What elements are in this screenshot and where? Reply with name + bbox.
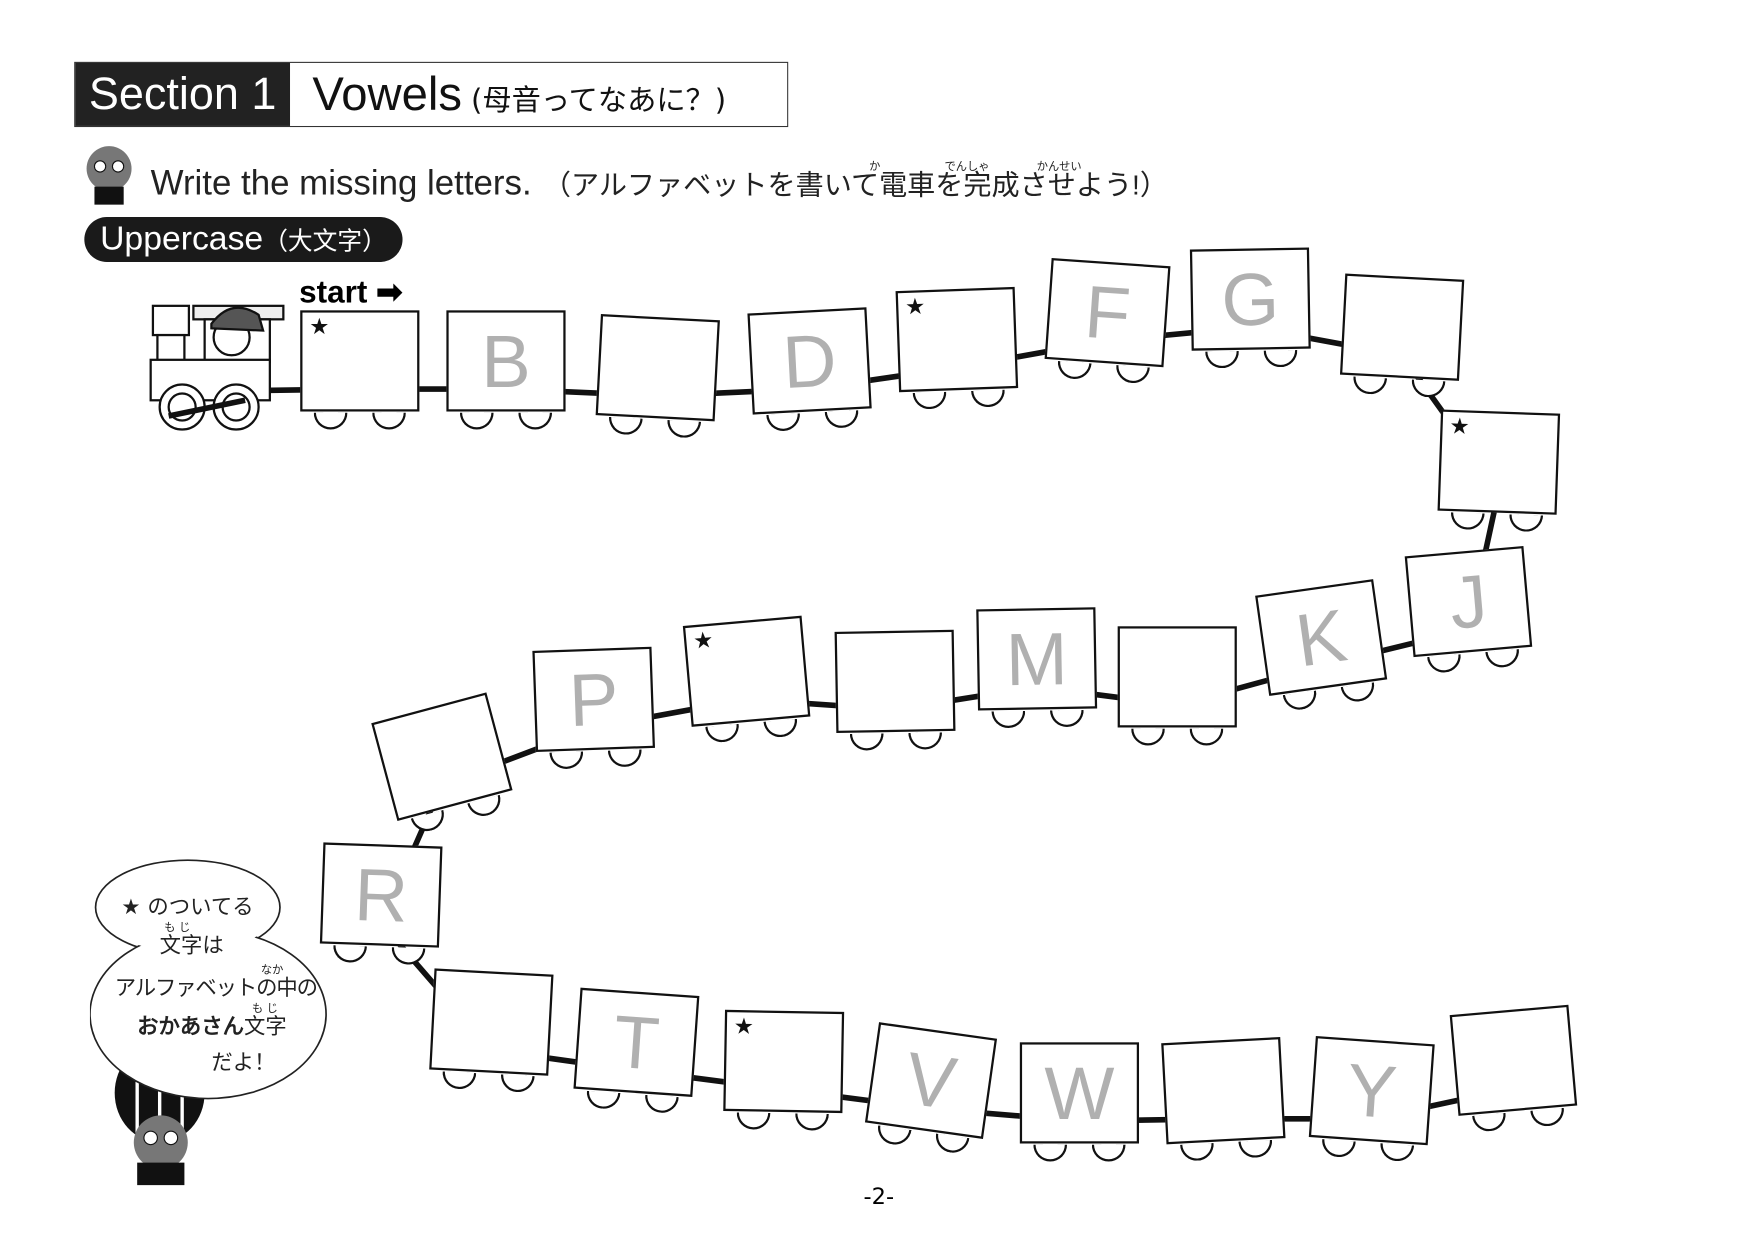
wagon-k[interactable]: K: [1255, 579, 1388, 712]
bubble-bold: おかあさん: [137, 1014, 245, 1039]
furigana: かんせい: [1036, 160, 1082, 174]
wagon-e[interactable]: ★: [895, 286, 1019, 410]
trace-letter: F: [1082, 269, 1134, 356]
furigana: でんしゃ: [944, 160, 990, 174]
instruction-jp: （アルファベットを書いて電車を完成させよう!）: [542, 169, 1168, 202]
trace-letter: D: [780, 317, 839, 404]
wagon-w[interactable]: W: [1019, 1042, 1140, 1162]
trace-letter: W: [1044, 1051, 1115, 1135]
speech-bubble: ★ のついてる も じ 文字は なか アルファベットの中の も じ おかあさん文…: [89, 857, 332, 1104]
wagon-box: [1161, 1037, 1286, 1145]
trace-letter: P: [567, 656, 620, 742]
bubble-line: 文字は: [159, 933, 224, 958]
wagon-r[interactable]: R: [319, 842, 443, 966]
trace-letter: Y: [1344, 1047, 1400, 1134]
title-subtitle: (母音ってなあに？): [470, 84, 727, 119]
trace-letter: V: [900, 1035, 962, 1126]
trace-letter: B: [481, 319, 531, 403]
wagon-z[interactable]: [1449, 1004, 1578, 1133]
wagon-n[interactable]: [834, 629, 956, 751]
star-icon: ★: [691, 625, 715, 655]
wagon-box: [429, 968, 554, 1076]
wagon-box: [1339, 273, 1465, 381]
wagon-g[interactable]: G: [1189, 247, 1311, 369]
instruction: Write the missing letters. （アルファベットを書いて電車…: [151, 163, 1168, 203]
category-label: Uppercase: [100, 220, 264, 258]
trace-letter: G: [1220, 256, 1280, 342]
bubble-line: だよ！: [211, 1050, 276, 1075]
trace-letter: M: [1005, 616, 1069, 702]
section-number: Section 1: [75, 62, 290, 126]
trace-letter: J: [1446, 558, 1491, 645]
wagon-t[interactable]: T: [573, 987, 700, 1114]
wagon-j[interactable]: J: [1404, 545, 1533, 674]
wagon-box: [595, 314, 720, 422]
wagon-h[interactable]: [1339, 273, 1465, 399]
speech-bubble-shape: [89, 859, 327, 1100]
locomotive-icon: [149, 304, 285, 431]
wagon-box: [1019, 1042, 1140, 1144]
wagon-d[interactable]: D: [747, 307, 872, 432]
cactus-mascot-icon: [86, 146, 132, 205]
uppercase-label: Uppercase（大文字）: [84, 217, 403, 262]
wagon-l[interactable]: [1117, 626, 1237, 746]
wagon-x[interactable]: [1161, 1037, 1286, 1162]
title-text: Vowels: [312, 67, 462, 121]
furigana: も じ: [251, 1002, 278, 1016]
wagon-b[interactable]: B: [446, 310, 566, 430]
furigana: も じ: [164, 922, 191, 935]
star-icon: ★: [1449, 412, 1471, 440]
instruction-text: Write the missing letters.: [150, 163, 532, 203]
wagon-v[interactable]: V: [864, 1022, 998, 1155]
trace-letter: K: [1290, 592, 1352, 683]
wagon-i[interactable]: ★: [1437, 409, 1561, 533]
wagon-m[interactable]: M: [976, 607, 1098, 729]
section-title: Vowels(母音ってなあに？): [289, 62, 787, 126]
page-number: -2-: [863, 1182, 895, 1210]
wagon-box: [446, 310, 566, 412]
category-jp: （大文字）: [263, 227, 387, 256]
wagon-p[interactable]: P: [532, 646, 656, 770]
wagon-box: [1117, 626, 1237, 728]
wagon-o[interactable]: ★: [682, 615, 811, 744]
furigana: か: [869, 160, 881, 174]
trace-letter: T: [610, 999, 662, 1086]
wagon-s[interactable]: [429, 968, 554, 1093]
wagon-c[interactable]: [595, 314, 720, 439]
star-icon: ★: [904, 292, 926, 320]
wagon-box: [834, 629, 956, 734]
wagon-box: [1449, 1004, 1578, 1116]
wagon-a[interactable]: ★: [300, 310, 420, 430]
wagon-box: [300, 310, 420, 412]
star-icon: ★: [733, 1012, 755, 1040]
bubble-line: 文字: [244, 1014, 287, 1039]
wagon-y[interactable]: Y: [1308, 1036, 1435, 1163]
trace-letter: R: [352, 852, 410, 938]
bubble-line: ★ のついてる: [121, 895, 254, 920]
bubble-line: アルファベットの中の: [114, 975, 318, 1001]
furigana: なか: [260, 964, 284, 978]
wagon-u[interactable]: ★: [723, 1009, 845, 1131]
start-label: start ➡: [299, 274, 403, 310]
section-header: Section 1 Vowels(母音ってなあに？): [74, 61, 788, 128]
star-icon: ★: [309, 312, 330, 340]
wagon-f[interactable]: F: [1044, 257, 1171, 385]
